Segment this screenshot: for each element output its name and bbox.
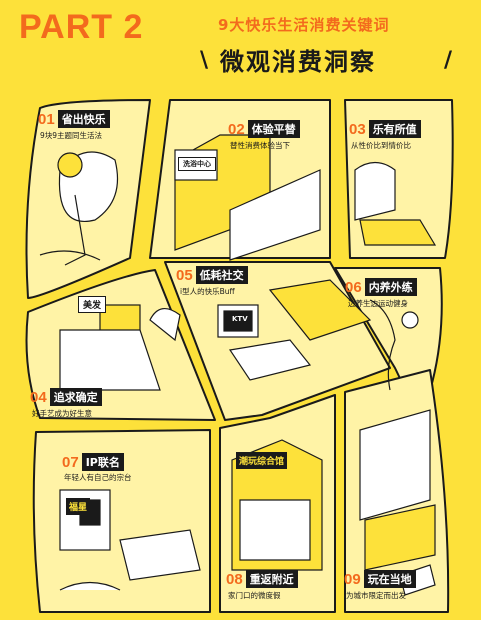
section-03-desc: 从性价比到情价比 <box>351 141 411 150</box>
section-01-label[interactable]: 01 省出快乐 <box>38 110 110 128</box>
section-04-title: 追求确定 <box>49 388 102 406</box>
section-04-number: 04 <box>30 388 47 406</box>
part-label: PART 2 <box>19 8 144 46</box>
section-06-title: 内养外练 <box>364 278 417 296</box>
slash-right-icon: / <box>444 48 453 73</box>
section-08-number: 08 <box>226 570 243 588</box>
section-05-number: 05 <box>176 266 193 284</box>
section-02-number: 02 <box>228 120 245 138</box>
section-03-label[interactable]: 03 乐有所值 <box>349 120 421 138</box>
section-09-label[interactable]: 09 玩在当地 <box>344 570 416 588</box>
section-01-title: 省出快乐 <box>57 110 110 128</box>
section-03-number: 03 <box>349 120 366 138</box>
section-08-title: 重返附近 <box>245 570 298 588</box>
ip-sign: 福星 <box>66 498 91 515</box>
section-07-number: 07 <box>62 453 79 471</box>
tv-screen-text: KTV <box>228 314 252 324</box>
panel-03 <box>344 99 454 259</box>
section-01-number: 01 <box>38 110 55 128</box>
section-01-desc: 9块9主题同生活法 <box>40 131 103 140</box>
section-07-label[interactable]: 07 IP联名 <box>62 453 124 471</box>
bath-sign: 洗浴中心 <box>178 157 216 171</box>
section-02-title: 体验平替 <box>247 120 300 138</box>
section-03-title: 乐有所值 <box>368 120 421 138</box>
section-04-label[interactable]: 04 追求确定 <box>30 388 102 406</box>
section-05-title: 低耗社交 <box>195 266 248 284</box>
section-06-number: 06 <box>345 278 362 296</box>
page-title: 微观消费洞察 <box>220 48 376 76</box>
section-04-desc: 好手艺成为好生意 <box>32 409 92 418</box>
section-07-desc: 年轻人有自己的宗台 <box>64 473 132 482</box>
section-06-desc: 边养生边运动健身 <box>348 299 408 308</box>
haircut-sign: 美发 <box>78 296 107 313</box>
section-09-title: 玩在当地 <box>363 570 416 588</box>
section-02-label[interactable]: 02 体验平替 <box>228 120 300 138</box>
subtitle: 9大快乐生活消费关键词 <box>218 16 390 34</box>
shop-sign: 潮玩综合馆 <box>236 452 288 469</box>
section-09-number: 09 <box>344 570 361 588</box>
section-05-label[interactable]: 05 低耗社交 <box>176 266 248 284</box>
section-06-label[interactable]: 06 内养外练 <box>345 278 417 296</box>
section-08-desc: 家门口的微度假 <box>228 591 281 600</box>
section-09-desc: 为城市限定而出发 <box>346 591 406 600</box>
section-05-desc: i型人的快乐Buff <box>180 287 235 296</box>
section-02-desc: 替性消费体验当下 <box>230 141 290 150</box>
section-08-label[interactable]: 08 重返附近 <box>226 570 298 588</box>
section-07-title: IP联名 <box>81 453 124 471</box>
slash-left-icon: \ <box>200 48 209 73</box>
